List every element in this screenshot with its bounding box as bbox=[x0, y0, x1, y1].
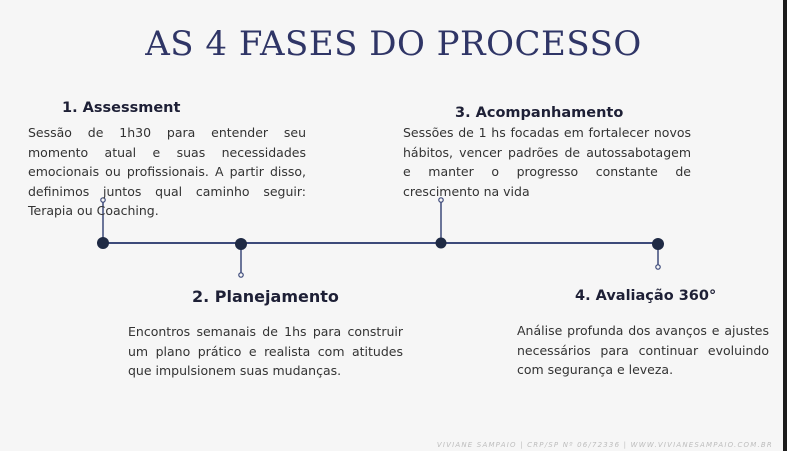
phase-1-heading: 1. Assessment bbox=[62, 100, 181, 116]
phase-2-text: Encontros semanais de 1hs para construir… bbox=[128, 324, 403, 378]
phase-4-text: Análise profunda dos avanços e ajustes n… bbox=[517, 323, 769, 377]
footer-credit: VIVIANE SAMPAIO | CRP/SP Nº 06/72336 | W… bbox=[436, 441, 773, 449]
connector-1-end bbox=[100, 197, 106, 203]
timeline-node-1 bbox=[97, 237, 109, 249]
phase-3-heading: 3. Acompanhamento bbox=[455, 105, 624, 121]
phase-4-heading: 4. Avaliação 360° bbox=[575, 288, 717, 304]
phase-2-heading: 2. Planejamento bbox=[192, 287, 339, 306]
timeline-node-3 bbox=[435, 237, 447, 249]
phase-3-text: Sessões de 1 hs focadas em fortalecer no… bbox=[403, 125, 691, 199]
connector-4-end bbox=[655, 264, 661, 270]
connector-2-end bbox=[238, 272, 244, 278]
phase-1-text: Sessão de 1h30 para entender seu momento… bbox=[28, 125, 306, 218]
timeline-node-4 bbox=[652, 238, 664, 250]
right-edge-bar bbox=[783, 0, 787, 451]
timeline-node-2 bbox=[235, 238, 247, 250]
page-title: AS 4 FASES DO PROCESSO bbox=[145, 24, 642, 64]
connector-3-end bbox=[438, 197, 444, 203]
